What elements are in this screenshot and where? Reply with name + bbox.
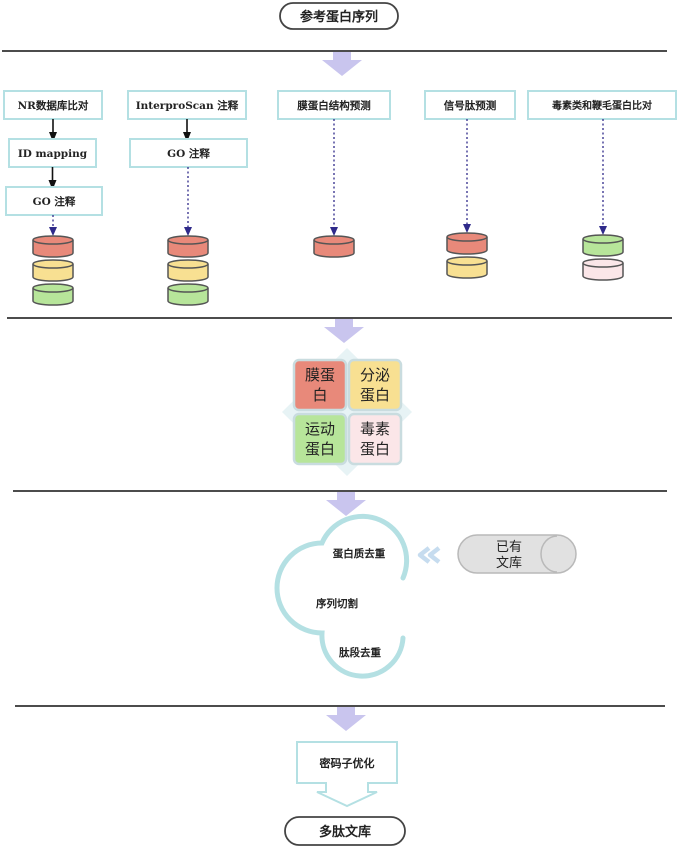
existing-library-line1: 已有	[496, 540, 522, 555]
category-tile-2-line1: 分泌	[360, 366, 390, 384]
database-icon-2-2-body	[167, 264, 209, 282]
codon-optimization-box	[296, 741, 398, 808]
database-icon-1-2	[32, 259, 74, 282]
database-icon-1-1-top	[32, 235, 74, 245]
annotation-step-1-2	[8, 138, 97, 168]
annotation-step-1-3	[5, 186, 103, 216]
database-icon-4-2-body	[446, 261, 488, 279]
stage-arrow-4	[326, 707, 366, 731]
category-tile-2	[347, 358, 403, 412]
category-tile-4	[347, 412, 403, 466]
chevron-left-icon-1	[417, 546, 431, 564]
database-icon-2-2-top	[167, 259, 209, 269]
database-icon-1-1	[32, 235, 74, 258]
database-icon-2-3-body	[167, 288, 209, 306]
database-icon-3-1-top	[313, 235, 355, 245]
database-icon-5-1	[582, 234, 624, 257]
node-peptide-library-label: 多肽文库	[319, 824, 371, 840]
annotation-step-2-2	[129, 138, 248, 168]
database-icon-2-1-top	[167, 235, 209, 245]
database-icon-5-1-body	[582, 239, 624, 257]
stage-arrow-3	[326, 492, 366, 516]
database-icon-3-1-body	[313, 240, 355, 258]
codon-optimization-label: 密码子优化	[320, 756, 375, 770]
dedup-step-1: 蛋白质去重	[333, 547, 386, 560]
annotation-step-1-1-label: NR数据库比对	[18, 99, 89, 112]
database-icon-1-1-body	[32, 240, 74, 258]
database-icon-1-3	[32, 283, 74, 306]
database-icon-5-2	[582, 258, 624, 281]
database-icon-5-2-top	[582, 258, 624, 268]
database-icon-3-1	[313, 235, 355, 258]
annotation-step-2-1	[127, 90, 247, 120]
category-tile-4-line1: 毒素	[360, 420, 390, 438]
annotation-step-1-2-label: ID mapping	[18, 148, 88, 160]
database-icon-4-1-body	[446, 237, 488, 255]
database-icon-1-3-top	[32, 283, 74, 293]
node-peptide-library	[284, 816, 406, 846]
database-icon-2-3	[167, 283, 209, 306]
annotation-step-4-1-label: 信号肽预测	[444, 99, 497, 112]
category-tile-1	[292, 358, 348, 412]
annotation-step-3-1-label: 膜蛋白结构预测	[297, 99, 371, 112]
database-icon-2-1	[167, 235, 209, 258]
dedup-step-3: 肽段去重	[339, 646, 381, 659]
annotation-step-4-1	[424, 90, 516, 120]
category-tile-1-line1: 膜蛋	[305, 366, 335, 384]
database-icon-2-3-top	[167, 283, 209, 293]
stage-arrow-2	[324, 319, 364, 343]
annotation-step-1-3-label: GO 注释	[33, 195, 76, 208]
existing-library-pill	[457, 534, 577, 574]
existing-library-cap	[540, 535, 558, 573]
database-icon-4-1-top	[446, 232, 488, 242]
category-tile-1-line2: 白	[312, 386, 327, 404]
annotation-step-5-1	[527, 90, 677, 120]
database-icon-4-1	[446, 232, 488, 255]
existing-library-line2: 文库	[496, 555, 522, 571]
database-icon-2-2	[167, 259, 209, 282]
dedup-step-2: 序列切割	[316, 597, 358, 610]
stage-arrow-1	[322, 52, 362, 76]
database-icon-5-1-top	[582, 234, 624, 244]
annotation-step-1-1	[3, 90, 103, 120]
chevron-left-icon-2	[427, 546, 441, 564]
annotation-step-2-1-label: InterproScan 注释	[136, 99, 239, 112]
database-icon-4-2	[446, 256, 488, 279]
annotation-step-2-2-label: GO 注释	[167, 147, 210, 160]
annotation-step-5-1-label: 毒素类和鞭毛蛋白比对	[552, 99, 652, 112]
node-reference-protein-sequence-label: 参考蛋白序列	[300, 9, 378, 25]
category-tile-4-line2: 蛋白	[360, 440, 390, 458]
category-tile-2-line2: 蛋白	[360, 386, 390, 404]
category-tile-3	[292, 412, 348, 466]
database-icon-1-3-body	[32, 288, 74, 306]
stage-dividers	[2, 50, 672, 707]
category-tile-3-line1: 运动	[305, 420, 335, 438]
node-reference-protein-sequence	[279, 2, 399, 30]
database-icon-2-1-body	[167, 240, 209, 258]
database-icon-1-2-top	[32, 259, 74, 269]
database-icon-5-2-body	[582, 263, 624, 281]
dedup-loop-path	[274, 513, 410, 679]
codon-optimization: 密码子优化	[296, 741, 398, 808]
database-icon-4-2-top	[446, 256, 488, 266]
database-icon-1-2-body	[32, 264, 74, 282]
category-tile-3-line2: 蛋白	[305, 440, 335, 458]
